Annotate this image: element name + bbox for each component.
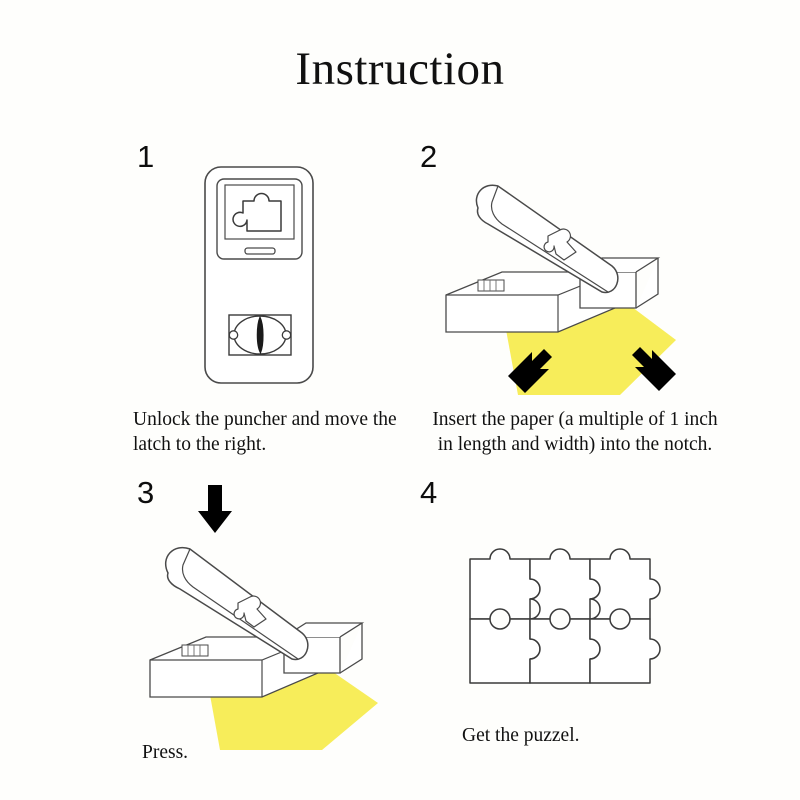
base-detail-ridges [187,645,201,656]
puncher-notch-block-side [339,623,363,674]
arrow-right-insert [632,347,676,391]
page-title: Instruction [295,43,505,95]
puncher-lid [475,184,619,294]
puncher-lid-edge [490,185,609,293]
step-number-3: 3 [137,475,155,510]
latch-handle[interactable] [256,315,264,355]
arrow-press-down [198,485,232,533]
puncher-slot [244,247,276,255]
lid-puzzle-emblem [543,228,577,261]
lid-puzzle-emblem [233,595,267,628]
caption-step-1-line1: Unlock the puncher and move the [133,409,397,430]
puzzle-piece-r2c3 [589,618,661,684]
latch-screw-right [281,330,292,340]
step-number-1: 1 [137,139,155,174]
caption-step-1-line2: latch to the right. [133,434,267,455]
latch-screw-left [228,330,239,340]
illustration-step-2 [440,180,710,395]
puncher-lid [165,546,309,661]
caption-step-4-line1: Get the puzzel. [462,725,580,746]
base-detail-ridges [483,280,497,291]
puzzle-piece-r1c2 [529,548,601,620]
caption-step-3-line1: Press. [142,742,189,763]
puzzle-piece-r1c3 [589,548,661,620]
step-number-4: 4 [420,475,438,510]
base-detail-panel [181,644,209,657]
caption-step-4: Get the puzzel. [462,723,702,748]
puzzle-piece-cutout [232,192,282,232]
puncher-notch-block-side [635,258,659,309]
illustration-step-3 [149,485,410,750]
caption-step-2: Insert the paper (a multiple of 1 inch i… [425,407,725,457]
step-number-2: 2 [420,139,438,174]
illustration-step-4 [468,533,668,693]
caption-step-2-line2: in length and width) into the notch. [437,434,713,455]
caption-step-2-line1: Insert the paper (a multiple of 1 inch [432,409,718,430]
puncher-lid-edge [181,548,299,660]
caption-step-1: Unlock the puncher and move the latch to… [133,407,413,457]
base-detail-panel [477,279,505,292]
illustration-step-1 [195,163,325,388]
caption-step-3: Press. [142,740,342,765]
arrow-left-insert [508,349,552,393]
